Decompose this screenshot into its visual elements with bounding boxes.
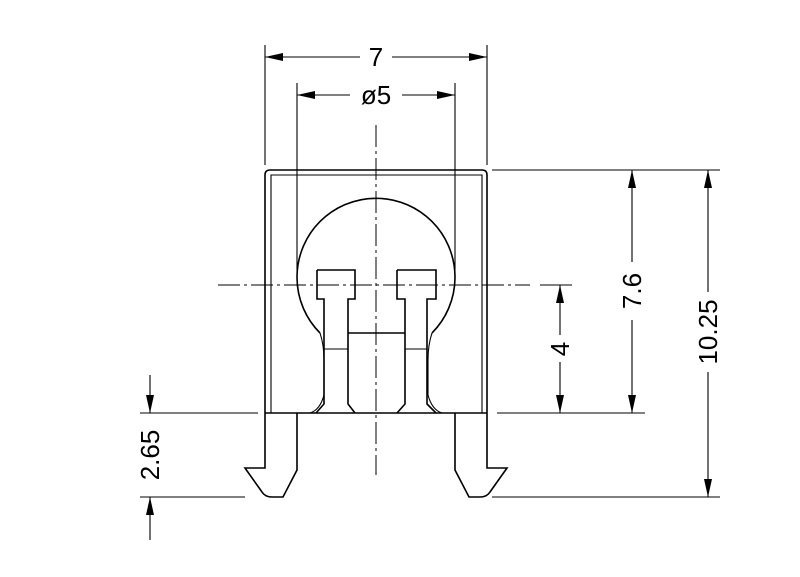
lens-circle <box>296 197 456 334</box>
leg-right <box>454 413 509 498</box>
dim-leg-length: 2.65 <box>135 430 165 481</box>
housing-body <box>264 169 488 414</box>
pin-left <box>315 269 356 414</box>
dim-center-height: 4 <box>545 342 575 356</box>
dim-diameter: ø5 <box>361 80 391 110</box>
dimension-arrows <box>146 53 712 515</box>
dim-height-to-base: 7.6 <box>617 273 647 309</box>
dim-overall-height: 10.25 <box>693 299 723 364</box>
extension-lines <box>140 45 720 498</box>
leg-left <box>243 413 298 498</box>
pin-right <box>396 269 437 414</box>
dim-overall-width: 7 <box>369 42 383 72</box>
